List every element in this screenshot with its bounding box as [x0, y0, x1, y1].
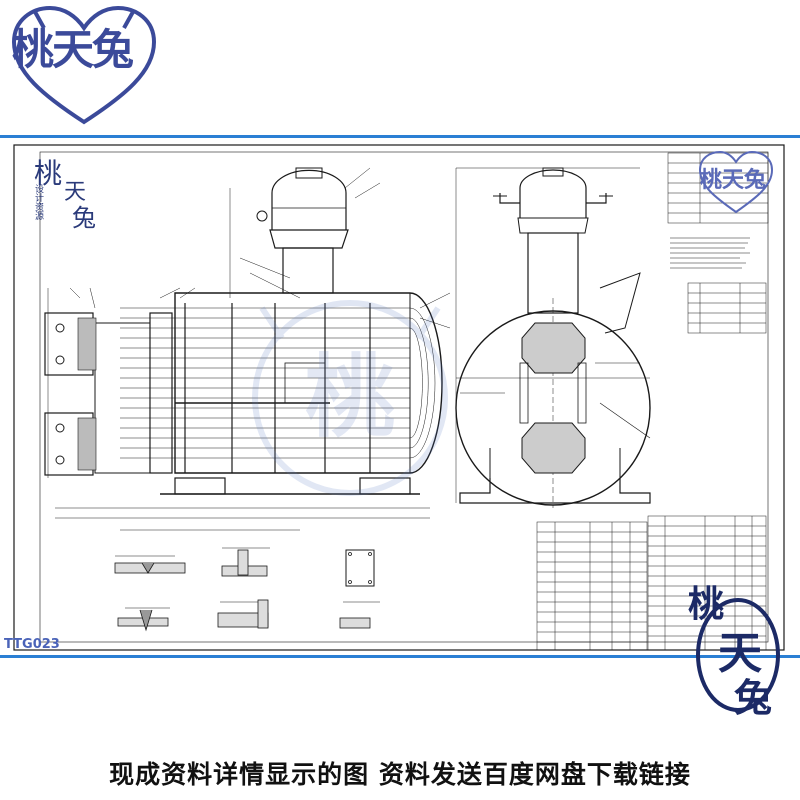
brush-circle-icon: [696, 598, 780, 712]
lower-tube-group: [521, 422, 586, 474]
side-nozzle: [256, 210, 268, 222]
upper-tube-group: [521, 322, 586, 374]
riser-nozzle: [282, 247, 334, 294]
heart-outline-icon: [11, 5, 157, 125]
side-elevation-view: [44, 167, 451, 531]
stamp-char-1: 桃: [34, 157, 63, 190]
vapor-dome: [271, 169, 347, 230]
drawing-code: TTG023: [4, 637, 60, 652]
end-dome-nozzles: [499, 193, 607, 204]
saddle-left: [174, 477, 226, 495]
dome-top-nozzle: [295, 167, 323, 179]
technical-notes: [667, 152, 769, 334]
small-brand-logo-text: 桃天兔: [700, 167, 767, 193]
end-dome: [519, 169, 587, 218]
tube-sheet: [149, 312, 173, 474]
leader-lines: [69, 167, 451, 329]
left-stamp: 桃 天 兔 设计资源: [28, 144, 116, 244]
inner-frame: [39, 151, 769, 643]
drawing-frame: [13, 144, 785, 651]
center-watermark: [252, 300, 448, 496]
weld-details: [114, 547, 380, 632]
center-watermark-text: 桃: [305, 344, 395, 450]
channel-box: [94, 322, 151, 474]
end-support: [459, 478, 651, 504]
end-elevation-view: [455, 167, 651, 508]
chute: [599, 272, 641, 334]
internal-box: [284, 362, 326, 404]
brush-char-3: 兔: [734, 675, 773, 720]
dimension-lines: [47, 188, 430, 531]
parts-list: [536, 515, 767, 651]
stamp-side-text: 设计资源: [33, 184, 43, 220]
footer-caption: 现成资料详情显示的图 资料发送百度网盘下载链接: [109, 759, 691, 789]
small-brand-logo: 桃天兔: [696, 148, 776, 218]
brush-logo: 桃 天 兔: [688, 575, 788, 725]
brush-char-1: 桃: [688, 583, 725, 625]
dome-transition: [269, 229, 349, 249]
heart-outline-icon: [698, 150, 774, 214]
brand-logo: 桃天兔: [4, 0, 164, 130]
brush-char-2: 天: [718, 628, 762, 679]
brand-logo-text: 桃天兔: [12, 25, 134, 74]
tube-bundle: [120, 307, 436, 459]
stamp-char-3: 兔: [72, 204, 96, 232]
drawing-sheet: 桃: [0, 135, 800, 658]
engineering-drawing: 桃: [13, 144, 785, 651]
shell-body: [174, 292, 443, 474]
stamp-char-2: 天: [64, 180, 87, 205]
footer-banner: 现成资料详情显示的图 资料发送百度网盘下载链接: [0, 745, 800, 800]
